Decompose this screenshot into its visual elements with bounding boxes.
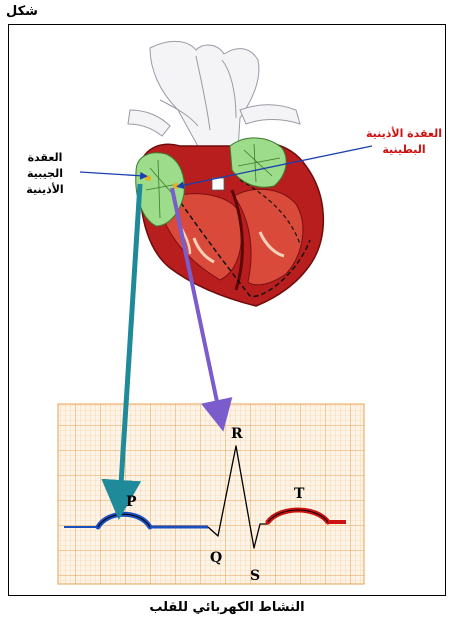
sa-node-label: العقدة الجيبية الأذينية [8, 150, 82, 198]
sa-node-pointer [79, 171, 148, 180]
figure-caption: النشاط الكهربائي للقلب [149, 600, 305, 615]
qrs-complex [207, 445, 268, 549]
av-node-label: العقدة الأذينية البطينية [364, 126, 444, 158]
sa-node-icon [145, 175, 151, 181]
av-node-label-line1: العقدة الأذينية [365, 127, 443, 140]
wave-r-label: R [231, 426, 243, 442]
great-vessels [127, 41, 301, 151]
av-to-r-arrow [170, 187, 233, 432]
wave-t-label: T [294, 486, 305, 502]
av-node-pointer [176, 145, 373, 190]
sa-to-p-arrow [101, 183, 143, 520]
figure-label: شكل [6, 4, 38, 19]
wave-s-label: S [250, 568, 261, 584]
wave-q-label: Q [210, 550, 223, 566]
sa-node-label-line2: الأذينية [26, 183, 64, 196]
av-node-label-line2: البطينية [382, 143, 426, 156]
wave-p-label: P [126, 494, 137, 510]
atria [135, 137, 287, 227]
sa-node-label-line1: العقدة الجيبية [27, 151, 63, 180]
